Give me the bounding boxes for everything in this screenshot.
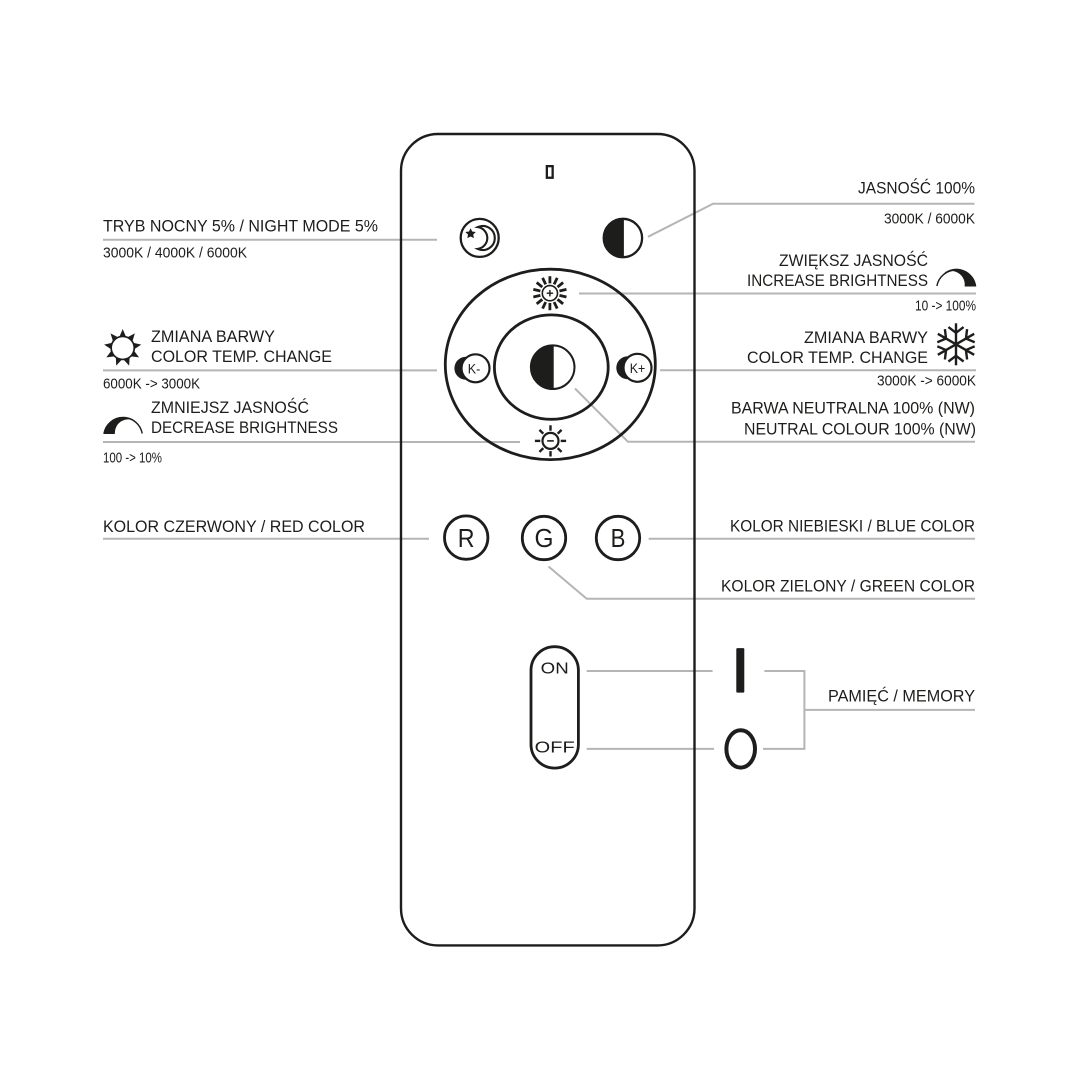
svg-text:NEUTRAL COLOUR 100% (NW): NEUTRAL COLOUR 100% (NW) bbox=[744, 419, 976, 438]
svg-text:COLOR TEMP. CHANGE: COLOR TEMP. CHANGE bbox=[151, 347, 332, 366]
svg-text:6000K -> 3000K: 6000K -> 3000K bbox=[103, 376, 200, 393]
svg-text:ZMNIEJSZ JASNOŚĆ: ZMNIEJSZ JASNOŚĆ bbox=[151, 398, 309, 417]
svg-text:ZMIANA BARWY: ZMIANA BARWY bbox=[804, 328, 928, 347]
svg-text:G: G bbox=[535, 523, 554, 553]
svg-text:JASNOŚĆ 100%: JASNOŚĆ 100% bbox=[858, 178, 975, 197]
svg-text:PAMIĘĆ / MEMORY: PAMIĘĆ / MEMORY bbox=[828, 686, 975, 705]
svg-text:10 -> 100%: 10 -> 100% bbox=[915, 297, 976, 314]
svg-text:3000K -> 6000K: 3000K -> 6000K bbox=[877, 372, 976, 389]
svg-text:ZMIANA BARWY: ZMIANA BARWY bbox=[151, 327, 275, 346]
svg-text:3000K / 6000K: 3000K / 6000K bbox=[884, 211, 975, 228]
svg-text:ON: ON bbox=[541, 660, 569, 677]
svg-text:INCREASE BRIGHTNESS: INCREASE BRIGHTNESS bbox=[747, 271, 928, 290]
svg-text:BARWA NEUTRALNA 100% (NW): BARWA NEUTRALNA 100% (NW) bbox=[731, 399, 975, 418]
svg-text:100 -> 10%: 100 -> 10% bbox=[103, 450, 162, 467]
svg-text:KOLOR ZIELONY / GREEN COLOR: KOLOR ZIELONY / GREEN COLOR bbox=[721, 576, 975, 595]
svg-text:OFF: OFF bbox=[535, 740, 575, 757]
svg-text:K+: K+ bbox=[630, 360, 646, 376]
svg-text:DECREASE BRIGHTNESS: DECREASE BRIGHTNESS bbox=[151, 418, 338, 437]
svg-text:COLOR TEMP. CHANGE: COLOR TEMP. CHANGE bbox=[747, 348, 928, 367]
svg-text:KOLOR CZERWONY / RED COLOR: KOLOR CZERWONY / RED COLOR bbox=[103, 517, 365, 536]
svg-text:B: B bbox=[611, 523, 626, 553]
svg-text:K-: K- bbox=[468, 360, 481, 376]
svg-text:ZWIĘKSZ JASNOŚĆ: ZWIĘKSZ JASNOŚĆ bbox=[779, 251, 928, 270]
svg-text:3000K / 4000K / 6000K: 3000K / 4000K / 6000K bbox=[103, 244, 247, 261]
svg-text:KOLOR NIEBIESKI / BLUE COLOR: KOLOR NIEBIESKI / BLUE COLOR bbox=[730, 517, 975, 536]
svg-text:TRYB NOCNY 5% / NIGHT MODE 5%: TRYB NOCNY 5% / NIGHT MODE 5% bbox=[103, 217, 378, 236]
svg-text:R: R bbox=[458, 523, 475, 553]
